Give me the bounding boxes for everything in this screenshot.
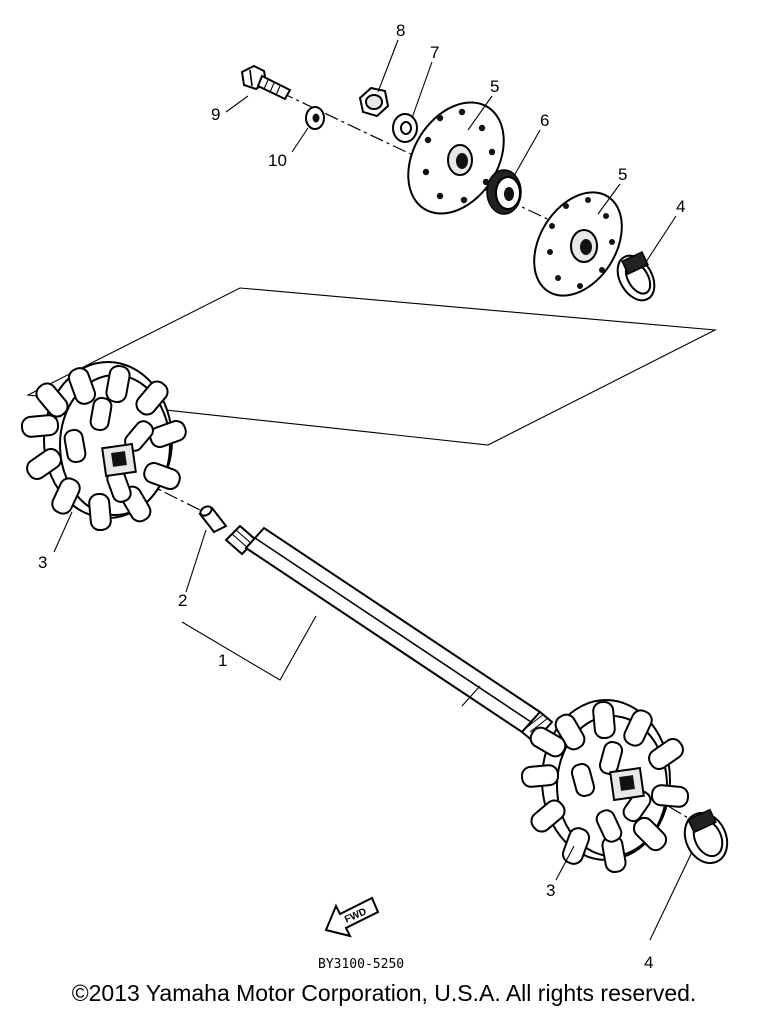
plate-5-upper [407, 101, 505, 215]
clamp-4-lower [683, 808, 729, 865]
callout-10: 10 [268, 151, 287, 170]
assembly-outline [26, 287, 717, 446]
bolt-9 [240, 64, 292, 101]
callout-3-left: 3 [38, 553, 47, 572]
drive-shaft-1 [224, 524, 554, 744]
bearing-6 [486, 169, 522, 215]
washer-10 [305, 106, 325, 130]
washer-7 [392, 113, 418, 143]
callout-1: 1 [218, 651, 227, 670]
callout-4-upper: 4 [676, 197, 685, 216]
leader-lines [53, 39, 693, 941]
forward-arrow: FWD [324, 896, 380, 938]
nut-8 [358, 86, 390, 118]
callouts: 9 10 8 7 5 6 5 4 3 2 1 3 4 [38, 21, 685, 972]
plate-5-lower [533, 191, 623, 297]
parts-diagram: FWD 9 10 8 7 5 6 5 4 3 2 1 3 4 BY3100-52… [20, 21, 729, 972]
callout-6: 6 [540, 111, 549, 130]
clamp-4-upper [616, 251, 656, 302]
callout-4-lower: 4 [644, 953, 653, 972]
diagram-code: BY3100-5250 [318, 957, 404, 972]
callout-5-upper: 5 [490, 77, 499, 96]
sprocket-3-left [20, 361, 187, 532]
callout-7: 7 [430, 43, 439, 62]
callout-2: 2 [178, 591, 187, 610]
callout-5-lower: 5 [618, 165, 627, 184]
sprocket-3-right [520, 699, 690, 874]
copyright-notice: ©2013 Yamaha Motor Corporation, U.S.A. A… [71, 980, 697, 1006]
pin-2 [198, 505, 228, 534]
callout-9: 9 [211, 105, 220, 124]
callout-3-right: 3 [546, 881, 555, 900]
callout-8: 8 [396, 21, 405, 40]
